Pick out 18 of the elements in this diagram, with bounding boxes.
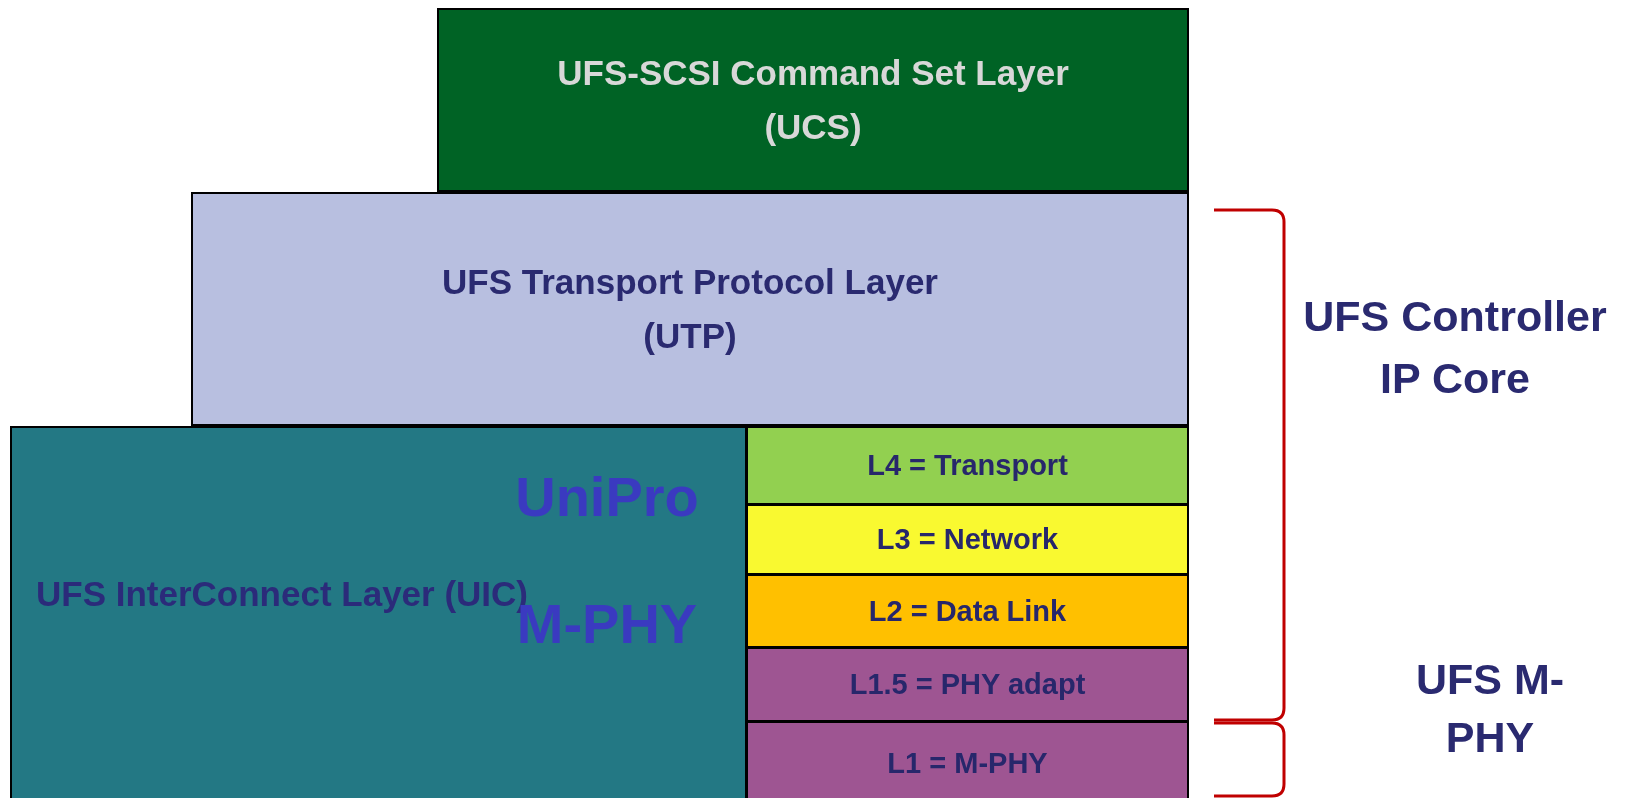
layer-label: UFS-SCSI Command Set Layer (UCS) (556, 51, 1070, 148)
sublayer-box (746, 426, 1189, 505)
sublayer-label: L1.5 = PHY adapt (849, 667, 1086, 703)
sublayer-label: L3 = Network (876, 522, 1059, 558)
interconnect-layer-box (10, 426, 747, 798)
sublayer-label: L2 = Data Link (868, 593, 1067, 629)
layer-label: UFS Transport Protocol Layer (UTP) (441, 260, 939, 357)
sublayer-label: L1 = M-PHY (887, 746, 1048, 782)
sublayer-box (746, 647, 1189, 722)
protocol-label: UniPro (514, 466, 700, 528)
sublayer-box (746, 574, 1189, 648)
layer-box (191, 192, 1189, 426)
sublayer-box (746, 721, 1189, 798)
layer-box (437, 8, 1189, 192)
sublayer-label: L4 = Transport (867, 448, 1068, 484)
bracket-label: UFS M-PHY (1414, 654, 1566, 763)
sublayer-box (746, 504, 1189, 575)
bracket-label: UFS Controller IP Core (1302, 291, 1608, 404)
